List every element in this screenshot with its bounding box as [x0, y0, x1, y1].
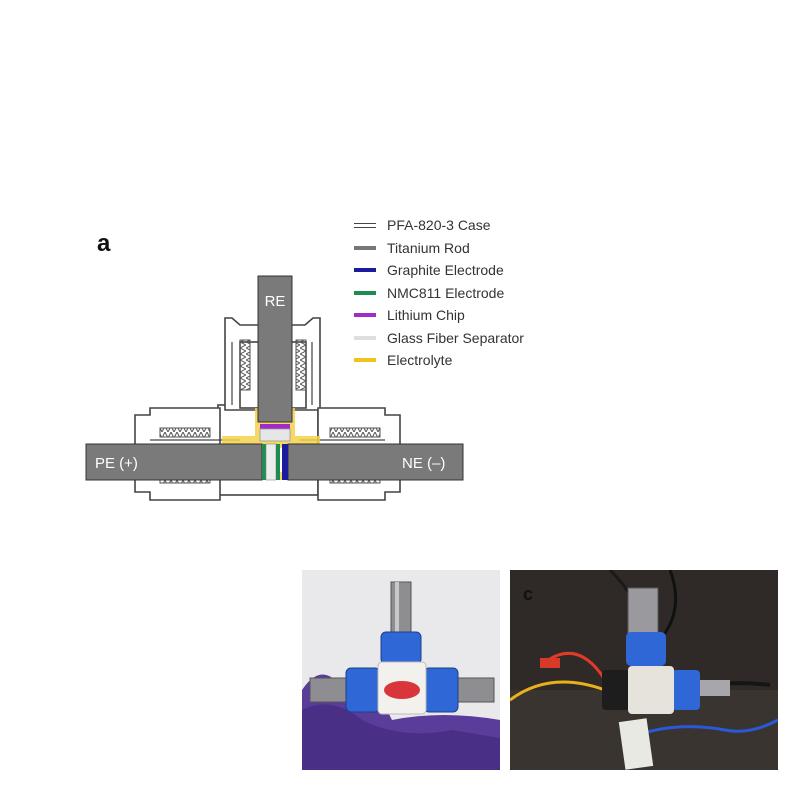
- legend-label: Glass Fiber Separator: [387, 329, 524, 346]
- legend-item: Graphite Electrode: [354, 259, 524, 282]
- t-cell-schematic: RE PE (+) NE (–): [85, 275, 464, 501]
- legend-swatch: [354, 290, 376, 295]
- legend-label: Lithium Chip: [387, 307, 465, 324]
- legend-label: NMC811 Electrode: [387, 284, 505, 301]
- legend-item: Electrolyte: [354, 349, 524, 372]
- legend-swatch: [354, 313, 376, 318]
- legend-item: PFA-820-3 Case: [354, 214, 524, 237]
- legend-swatch: [354, 335, 376, 340]
- re-label: RE: [265, 293, 286, 310]
- photo-cell-with-clips: [510, 570, 778, 770]
- nmc811-electrode: [262, 444, 266, 480]
- titanium-rods: [85, 275, 464, 481]
- legend-swatch: [354, 245, 376, 250]
- legend-item: Titanium Rod: [354, 237, 524, 260]
- photo-assembled-cell-in-hand: [302, 570, 500, 770]
- legend-item: NMC811 Electrode: [354, 282, 524, 305]
- panel-label-a: a: [97, 230, 111, 257]
- legend-swatch: [354, 358, 376, 363]
- legend-label: Graphite Electrode: [387, 262, 504, 279]
- legend-label: PFA-820-3 Case: [387, 217, 491, 234]
- separator-top: [259, 428, 291, 442]
- legend-item: Lithium Chip: [354, 304, 524, 327]
- panel-label-c: c: [523, 584, 534, 604]
- legend-label: Electrolyte: [387, 352, 453, 369]
- legend-swatch: [354, 268, 376, 273]
- graphite-electrode: [282, 444, 288, 480]
- legend-swatch: [354, 222, 376, 228]
- lithium-chip: [260, 424, 290, 429]
- nmc811-electrode-2: [276, 444, 280, 480]
- pe-label: PE (+): [95, 455, 138, 472]
- legend-label: Titanium Rod: [387, 239, 470, 256]
- legend-item: Glass Fiber Separator: [354, 327, 524, 350]
- ne-label: NE (–): [402, 455, 445, 472]
- glass-fiber-separator: [265, 443, 277, 481]
